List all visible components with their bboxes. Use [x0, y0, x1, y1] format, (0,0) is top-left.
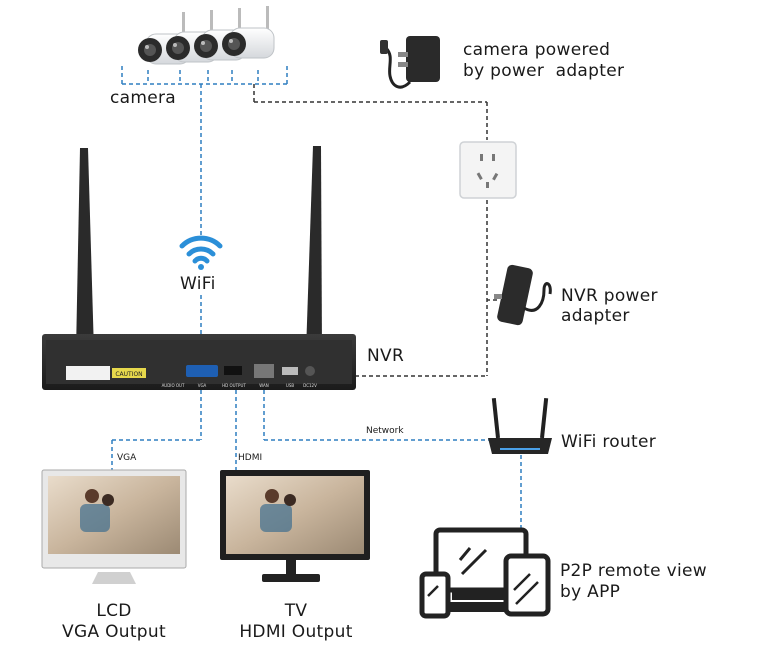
nvr-device: CAUTION AUDIO OUT VGA HD OUTPUT WAN USB …: [42, 146, 356, 390]
camera-power-label-line1: camera powered: [463, 40, 611, 60]
p2p-label-line1: P2P remote view: [560, 561, 707, 581]
nvr-port-wan-label: WAN: [259, 383, 268, 388]
wifi-label: WiFi: [180, 274, 216, 294]
lcd-monitor-icon: [41, 469, 187, 584]
bullet-camera-icon: [222, 6, 275, 59]
camera-power-line: [253, 84, 488, 140]
lcd-label-line1: LCD: [96, 601, 132, 621]
network-line: [263, 390, 492, 441]
nvr-antenna-left: [76, 148, 101, 359]
nvr-port-usb-label: USB: [286, 383, 294, 388]
wifi-router-label: WiFi router: [561, 432, 657, 452]
network-label: Network: [366, 426, 404, 436]
nvr-port-dc-label: DC12V: [303, 383, 317, 388]
wifi-icon: [179, 235, 223, 270]
p2p-label-line2: by APP: [560, 582, 621, 602]
nvr-caution-label: CAUTION: [115, 371, 142, 378]
nvr-power-line: [355, 200, 497, 377]
lcd-label-line2: VGA Output: [62, 622, 166, 642]
connection-lines: [111, 66, 522, 528]
camera-power-label-line2: by power adapter: [463, 61, 625, 81]
nvr-antenna-right: [298, 146, 322, 359]
camera-label: camera: [110, 88, 176, 108]
camera-link-lines: [121, 66, 288, 235]
nvr-power-label-line1: NVR power: [561, 286, 658, 306]
vga-label: VGA: [117, 453, 137, 463]
hdmi-label: HDMI: [238, 453, 263, 463]
vga-line: [111, 390, 202, 470]
nvr-power-label-line2: adapter: [561, 306, 630, 326]
tv-label-line2: HDMI Output: [239, 622, 353, 642]
tv-label-line1: TV: [284, 601, 308, 621]
nvr-label: NVR: [367, 346, 405, 366]
wall-outlet-icon: [459, 141, 517, 199]
nvr-port-audio-label: AUDIO OUT: [162, 383, 185, 388]
nvr-port-vga-label: VGA: [198, 383, 207, 388]
camera-power-adapter-icon: [380, 36, 440, 89]
nvr-port-hdmi-label: HD OUTPUT: [222, 383, 246, 388]
wifi-router-icon: [488, 398, 552, 454]
remote-devices-icon: [419, 527, 551, 619]
tv-icon: [220, 470, 370, 582]
camera-group: [138, 6, 275, 65]
nvr-power-adapter-icon: [494, 264, 552, 326]
